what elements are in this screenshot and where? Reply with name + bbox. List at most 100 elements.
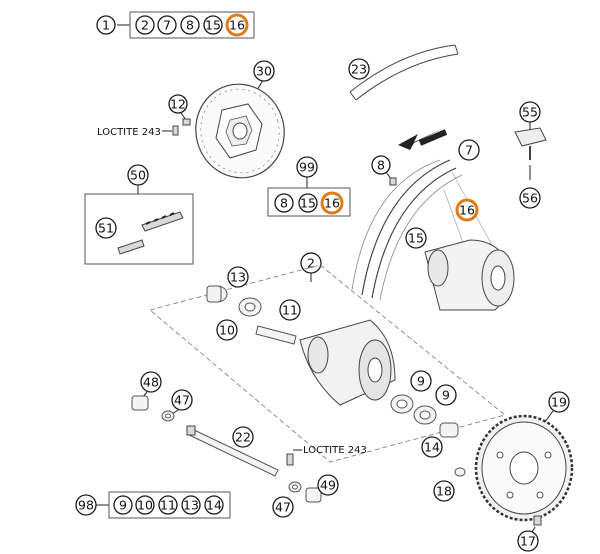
callout-16b-label: 16 (324, 196, 340, 211)
hub-plane-outline (149, 264, 506, 463)
hub-exploded-plane: 2 13 10 11 9 9 14 (149, 252, 506, 463)
valve-cap (514, 127, 547, 147)
callout-11b[interactable] (158, 495, 178, 515)
callout-10[interactable] (216, 319, 238, 341)
callout-13[interactable] (227, 266, 249, 288)
callout-99-label: 99 (299, 160, 315, 175)
callout-19-label: 19 (551, 395, 567, 410)
kit-1-box (129, 11, 255, 39)
brake-disc: 30 (195, 60, 285, 179)
callout-12[interactable] (168, 94, 188, 114)
callout-2[interactable] (135, 15, 155, 35)
callout-17-label: 17 (520, 534, 536, 549)
callout-8c-label: 8 (377, 158, 385, 173)
callout-47b-label: 47 (275, 500, 291, 515)
callout-13-label: 13 (230, 270, 246, 285)
callout-2-label-b: 2 (307, 256, 315, 271)
callout-51[interactable] (95, 217, 117, 239)
axle-head (186, 425, 196, 436)
nipple-part (389, 177, 397, 186)
callout-8[interactable] (180, 15, 200, 35)
callout-10b[interactable] (135, 495, 155, 515)
axle-22 (186, 427, 279, 477)
callout-19[interactable] (548, 391, 570, 413)
callout-15-label: 15 (205, 18, 221, 33)
callout-9c-label: 9 (119, 498, 127, 513)
callout-13b-label: 13 (183, 498, 199, 513)
callout-14[interactable] (421, 436, 443, 458)
sprocket-nut-18 (454, 467, 466, 477)
callout-8-label: 8 (186, 18, 194, 33)
spacer-14 (439, 422, 459, 438)
disc-screw-group: 12 LOCTITE 243 (97, 94, 191, 138)
callout-16c-label: 16 (459, 203, 475, 218)
callout-48[interactable] (140, 371, 162, 393)
screw-part (182, 118, 191, 126)
spacer-49 (305, 487, 322, 503)
callout-8b[interactable] (274, 193, 294, 213)
axle-pinch-screw (286, 453, 294, 466)
callout-9b[interactable] (435, 384, 457, 406)
callout-9a[interactable] (410, 370, 432, 392)
callout-15[interactable] (203, 15, 223, 35)
callout-7[interactable] (458, 139, 480, 161)
callout-10-label: 10 (219, 323, 235, 338)
callout-16c-highlighted[interactable] (455, 198, 479, 222)
callout-11[interactable] (279, 299, 301, 321)
callout-49-label: 49 (320, 478, 336, 493)
callout-1-label: 1 (102, 18, 110, 33)
callout-14b-label: 14 (206, 498, 222, 513)
callout-16-label: 16 (229, 18, 245, 33)
callout-16-highlighted[interactable] (225, 13, 249, 37)
callout-30[interactable] (253, 60, 275, 82)
callout-14b[interactable] (204, 495, 224, 515)
sprocket-bolt-17 (533, 515, 542, 526)
callout-12-label: 12 (170, 97, 186, 112)
chain-links (141, 211, 184, 232)
callout-56[interactable] (519, 187, 541, 209)
callout-7[interactable] (157, 15, 177, 35)
sprocket-group: 19 18 17 (433, 391, 574, 552)
callout-48-label: 48 (143, 375, 159, 390)
callout-15c[interactable] (405, 227, 427, 249)
callout-11b-label: 11 (160, 498, 176, 513)
callout-55-label: 55 (522, 105, 538, 120)
callout-23[interactable] (348, 58, 370, 80)
chain-master-link (117, 239, 145, 255)
callout-49[interactable] (317, 474, 339, 496)
callout-23-label: 23 (351, 62, 367, 77)
screw-part-2 (172, 125, 179, 136)
kit-99-box (267, 187, 351, 217)
callout-17[interactable] (517, 530, 539, 552)
spacer-tube-11 (255, 325, 297, 345)
callout-8c[interactable] (371, 155, 391, 175)
callout-7-label: 7 (163, 18, 171, 33)
callout-14-label: 14 (424, 440, 440, 455)
callout-16b-highlighted[interactable] (320, 191, 344, 215)
kit-1-group: 1 2 7 8 15 16 (96, 11, 255, 39)
callout-2-label: 2 (141, 18, 149, 33)
callout-11-label: 11 (282, 303, 298, 318)
callout-47-label: 47 (174, 393, 190, 408)
callout-47[interactable] (171, 389, 193, 411)
rim-tape: 23 (348, 44, 459, 101)
kit-98-box (108, 491, 231, 519)
loctite-label-top: LOCTITE 243 (97, 127, 161, 138)
callout-30-label: 30 (256, 64, 272, 79)
callout-13b[interactable] (181, 495, 201, 515)
kit-99-group: 99 8 15 16 (267, 156, 351, 217)
callout-18-label: 18 (436, 484, 452, 499)
valve-group: 55 56 (514, 101, 547, 209)
callout-15b-label: 15 (300, 196, 316, 211)
callout-18[interactable] (433, 480, 455, 502)
callout-15b[interactable] (298, 193, 318, 213)
callout-9c[interactable] (113, 495, 133, 515)
callout-1[interactable] (96, 15, 116, 35)
callout-10b-label: 10 (137, 498, 153, 513)
rim-assembly (351, 159, 515, 311)
callout-51-label: 51 (98, 221, 114, 236)
axle-nut-48 (131, 395, 149, 411)
callout-22[interactable] (232, 426, 254, 448)
callout-47b[interactable] (272, 496, 294, 518)
